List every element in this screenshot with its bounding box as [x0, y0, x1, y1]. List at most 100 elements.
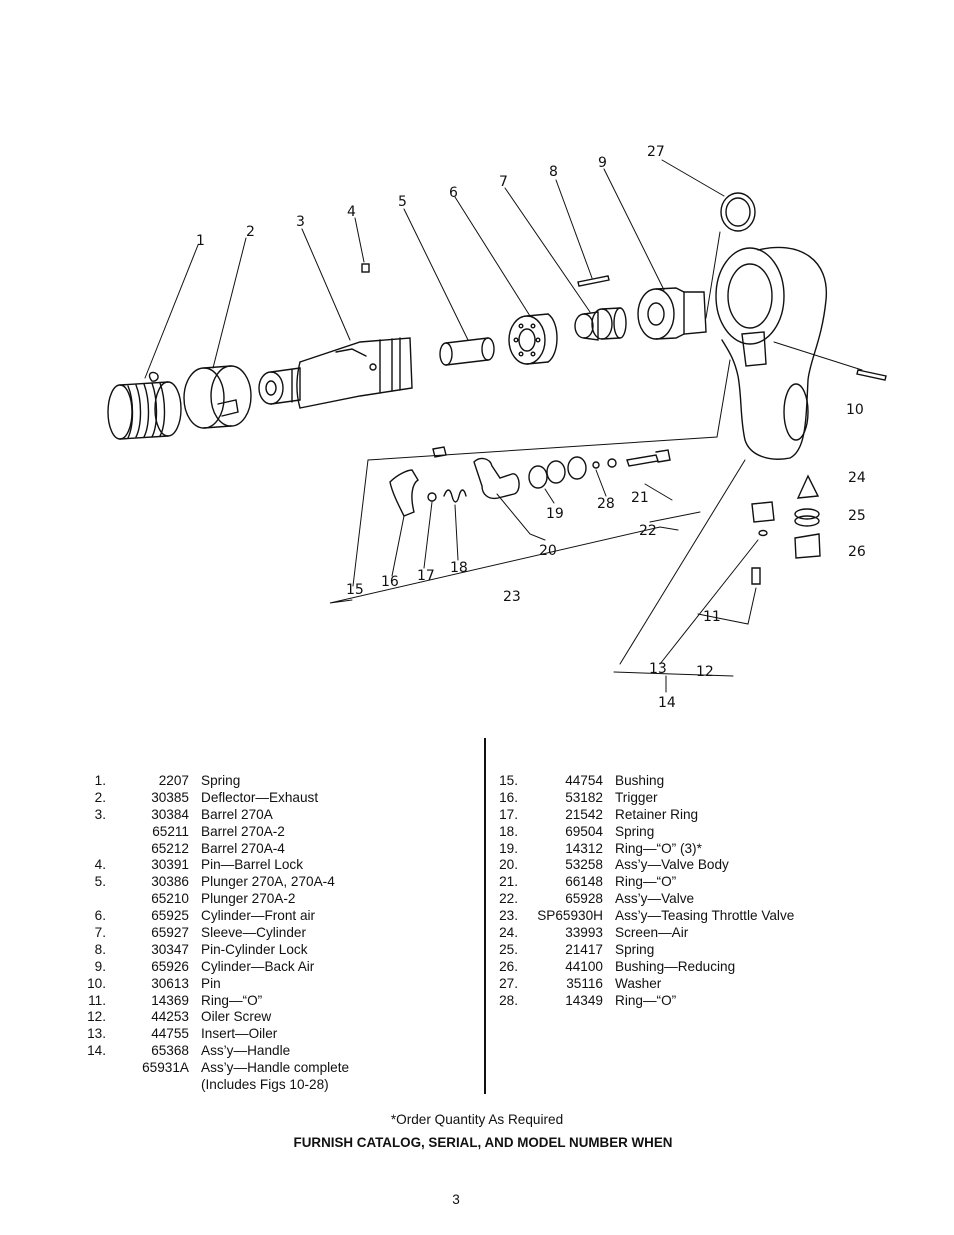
part-3-barrel-drawing — [258, 337, 413, 409]
part-number: 30391 — [151, 857, 189, 873]
part-description: Barrel 270A-2 — [201, 823, 285, 839]
parts-row: 28. 14349 Ring—“O” — [490, 993, 910, 1010]
part-description: Ass’y—Valve Body — [615, 857, 729, 873]
item-number: 6. — [94, 908, 106, 924]
part-description: Deflector—Exhaust — [201, 789, 319, 805]
callout-4: 4 — [347, 204, 356, 220]
part-27-washer-drawing — [720, 192, 756, 232]
part-number: 44754 — [565, 773, 603, 788]
callout-17: 17 — [417, 568, 435, 584]
part-number: 65928 — [565, 891, 603, 907]
callout-13: 13 — [649, 661, 667, 677]
item-number: 24. — [499, 925, 518, 941]
exploded-parts-diagram: 1 2 3 4 5 6 7 8 9 10 11 12 13 14 15 16 1… — [107, 144, 887, 711]
item-number: 28. — [499, 992, 518, 1008]
part-description: Cylinder—Back Air — [201, 958, 315, 974]
part-description: Ass’y—Handle complete — [201, 1060, 350, 1076]
part-description: Washer — [615, 975, 662, 991]
item-number: 3. — [94, 806, 106, 822]
part-number: 65212 — [151, 840, 189, 856]
part-description: Ring—“O” — [615, 992, 677, 1008]
part-number: 21542 — [565, 806, 603, 822]
part-description: Spring — [615, 823, 655, 839]
part-6-front-cylinder-drawing — [508, 313, 558, 365]
parts-row: 24. 33993 Screen—Air — [490, 925, 910, 942]
part-number: SP65930H — [537, 908, 603, 924]
item-number: 10. — [87, 975, 106, 991]
column-divider — [484, 738, 486, 1094]
part-4-pin-drawing — [361, 263, 370, 273]
callout-12: 12 — [696, 664, 714, 680]
callout-16: 16 — [381, 574, 399, 590]
callout-2: 2 — [246, 224, 255, 240]
callout-19: 19 — [546, 506, 564, 522]
part-number: 44253 — [151, 1009, 189, 1025]
item-number: 4. — [94, 857, 106, 873]
part-number: 65925 — [151, 908, 189, 924]
part-8-pin-drawing — [577, 275, 610, 287]
item-number: 15. — [499, 773, 518, 788]
part-number: 30613 — [151, 975, 189, 991]
part-number: 2207 — [158, 773, 189, 788]
item-number: 5. — [94, 874, 106, 890]
part-description: Bushing—Reducing — [615, 958, 736, 974]
part-description: Sleeve—Cylinder — [201, 925, 307, 941]
part-number: 14349 — [565, 992, 603, 1008]
part-description: Ass’y—Handle — [201, 1043, 291, 1059]
part-description: Bushing — [615, 773, 665, 788]
part-number: 65926 — [151, 958, 189, 974]
parts-row: 65211 Barrel 270A-2 — [60, 824, 480, 841]
item-number: 27. — [499, 975, 518, 991]
callout-7: 7 — [499, 174, 508, 190]
callout-leader-lines — [144, 159, 863, 693]
part-number: 33993 — [565, 925, 603, 941]
item-number: 23. — [499, 908, 518, 924]
callout-24: 24 — [848, 470, 866, 486]
ordering-notice: FURNISH CATALOG, SERIAL, AND MODEL NUMBE… — [293, 1135, 673, 1150]
part-description: Screen—Air — [615, 925, 689, 941]
part-description: Ass’y—Teasing Throttle Valve — [615, 908, 795, 924]
part-description: Plunger 270A, 270A-4 — [201, 874, 335, 890]
page-number: 3 — [452, 1192, 460, 1207]
callout-22: 22 — [639, 523, 657, 539]
part-number: 53258 — [565, 857, 603, 873]
handle-drawing — [715, 246, 827, 460]
footnote: *Order Quantity As Required — [390, 1112, 564, 1127]
callout-27: 27 — [647, 144, 665, 160]
callout-20: 20 — [539, 543, 557, 559]
callout-5: 5 — [398, 194, 407, 210]
part-description: Insert—Oiler — [201, 1026, 278, 1042]
part-number: 44100 — [565, 958, 603, 974]
item-number: 12. — [87, 1009, 106, 1025]
part-number: 65931A — [142, 1060, 189, 1076]
part-number: 65368 — [151, 1043, 189, 1059]
part-5-plunger-drawing — [439, 337, 495, 366]
part-description: Trigger — [615, 789, 658, 805]
part-description: Retainer Ring — [615, 806, 699, 822]
part-description: Ring—“O” (3)* — [615, 840, 702, 856]
part-description: (Includes Figs 10-28) — [201, 1077, 329, 1093]
item-number: 1. — [94, 773, 106, 788]
part-9-back-cylinder-drawing — [637, 287, 707, 340]
callout-3: 3 — [296, 214, 305, 230]
callout-labels: 1 2 3 4 5 6 7 8 9 10 11 12 13 14 15 16 1… — [196, 144, 866, 711]
part-number: 65211 — [152, 823, 189, 839]
item-number: 7. — [94, 925, 106, 941]
part-description: Ring—“O” — [201, 992, 263, 1008]
callout-11: 11 — [703, 609, 721, 625]
part-number: 14312 — [565, 840, 603, 856]
